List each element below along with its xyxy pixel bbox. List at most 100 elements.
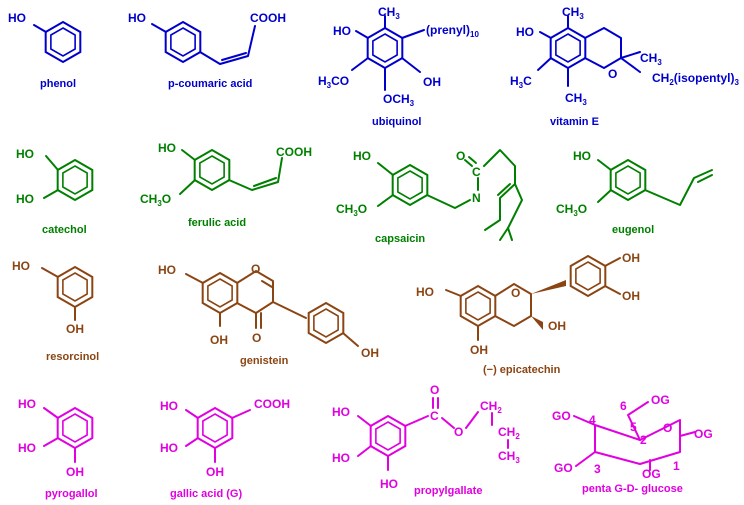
coumaric-structure: HO COOH [128,11,286,65]
genistein-structure: O O HO OH OH [158,262,379,360]
caption-catechol: catechol [42,224,87,236]
label-ho: HO [332,405,350,419]
caption-coumaric: p-coumaric acid [168,78,252,90]
label-prenyl: (prenyl)10 [426,23,479,39]
label-oh: OH [66,465,84,479]
epicatechin-structure: O HO OH OH OH OH [416,251,640,357]
label-ho: HO [416,285,434,299]
label-c: C [472,165,481,179]
caption-eugenol: eugenol [612,224,654,236]
label-o: O [251,262,260,276]
label-ch3o: CH3O [336,202,367,218]
label-go: GO [552,409,571,423]
label-oh: OH [206,465,224,479]
label-ch2-isopentyl: CH2(isopentyl)3 [652,71,739,87]
carbon-number: 4 [589,413,596,427]
label-ch3: CH3 [498,449,520,465]
carbon-number: 1 [673,459,680,473]
label-o: O [454,425,463,439]
label-oh: OH [548,319,566,333]
label-oh: OH [622,289,640,303]
ferulic-structure: HO CH3O COOH [140,141,312,208]
ubiquinol-structure: CH3 (prenyl)10 HO OH H3CO OCH3 [318,5,479,108]
caption-genistein: genistein [240,355,289,367]
label-go: GO [554,461,573,475]
label-ho: HO [18,397,36,411]
label-o: O [511,286,520,300]
label-oh: OH [361,346,379,360]
caption-ubiquinol: ubiquinol [372,116,421,128]
label-ho: HO [380,477,398,491]
glucose-structure: O OG GO GO OG OG 1 2 3 4 5 6 [552,393,713,481]
carbon-number: 2 [640,433,647,447]
label-ho: HO [573,149,591,163]
label-ch3: CH3 [378,5,400,21]
caption-propylgallate: propylgallate [414,485,482,497]
label-ho: HO [158,141,176,155]
label-ho: HO [516,25,534,39]
stereo-wedge [531,316,543,330]
vitamin-e-structure: O CH3 HO H3C CH3 CH3 CH2(isopentyl)3 [510,5,739,107]
label-oh: OH [210,333,228,347]
phenol-structure: HO [8,11,82,63]
gallic-structure: HO HO OH COOH [160,397,290,479]
label-oh: OH [66,322,84,336]
caption-resorcinol: resorcinol [46,351,99,363]
label-ho: HO [353,149,371,163]
label-o: O [663,421,672,435]
label-ho: HO [333,24,351,38]
label-cooh: COOH [250,11,286,25]
label-ch3o: CH3O [556,202,587,218]
caption-glucose: penta G-D- glucose [582,483,683,495]
label-ho: HO [8,11,26,25]
label-ho: HO [160,441,178,455]
label-ho: HO [12,259,30,273]
label-och3: OCH3 [383,92,415,108]
caption-gallic: gallic acid (G) [170,488,242,500]
label-ho: HO [158,263,176,277]
label-ch3o: CH3O [140,192,171,208]
caption-phenol: phenol [40,78,76,90]
caption-pyrogallol: pyrogallol [45,488,98,500]
label-ho: HO [332,451,350,465]
label-o: O [430,383,439,397]
label-og: OG [651,393,670,407]
label-og: OG [694,427,713,441]
label-c: C [430,409,439,423]
label-o: O [608,67,617,81]
label-h3c: H3C [510,74,532,90]
resorcinol-structure: HO OH [12,259,94,336]
caption-capsaicin: capsaicin [375,233,425,245]
label-ch2: CH2 [498,425,520,441]
catechol-structure: HO HO [16,147,94,206]
carbon-number: 5 [630,420,637,434]
caption-ferulic: ferulic acid [188,217,246,229]
label-ho: HO [16,192,34,206]
label-oh: OH [423,75,441,89]
label-oh: OH [622,251,640,265]
label-o: O [252,331,261,345]
stereo-wedge [531,280,566,294]
propylgallate-structure: HO HO HO C O O CH2 CH2 CH3 [332,383,520,491]
label-ch2: CH2 [480,399,502,415]
caption-vitamin-e: vitamin E [550,116,599,128]
label-ho: HO [160,399,178,413]
label-ho: HO [16,147,34,161]
carbon-number: 3 [594,462,601,476]
label-n: N [472,191,481,205]
label-cooh: COOH [254,397,290,411]
label-cooh: COOH [276,145,312,159]
label-ho: HO [128,11,146,25]
carbon-number: 6 [620,399,627,413]
label-ho: HO [18,441,36,455]
label-ch3: CH3 [565,91,587,107]
capsaicin-structure: HO CH3O N C O [336,149,523,241]
pyrogallol-structure: HO HO OH [18,397,94,479]
label-ch3: CH3 [562,5,584,21]
label-og: OG [642,467,661,481]
label-oh: OH [470,343,488,357]
caption-epicatechin: (−) epicatechin [483,364,561,376]
label-o: O [456,149,465,163]
